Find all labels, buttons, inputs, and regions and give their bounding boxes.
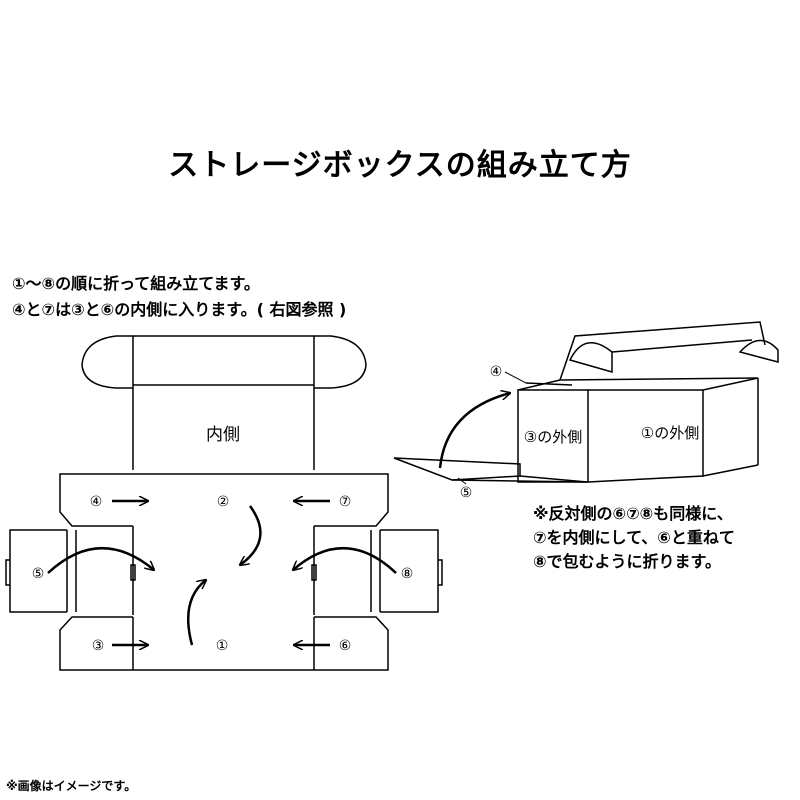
step-1-label: ①: [216, 638, 229, 654]
lid-side-curve-left: [568, 342, 613, 373]
outer-side-3: [517, 389, 589, 483]
lid-side-curve-right: [738, 339, 779, 363]
page-title: ストレージボックスの組み立て方: [168, 148, 632, 183]
flap-5: [5, 529, 67, 613]
step-3-label: ③: [92, 638, 105, 654]
flap-6: [314, 616, 389, 671]
box-step-4-label: ④: [490, 364, 503, 380]
arrow-step-4-box: [438, 393, 510, 469]
note-line-2: ⑦を内側にして、⑥と重ねて: [533, 528, 735, 547]
arrow-step-5: [47, 547, 154, 574]
outer-side-1-label: ①の外側: [641, 424, 699, 442]
unfolded-box-net: [5, 335, 443, 671]
arrow-step-8: [293, 547, 397, 574]
note-line-1: ※反対側の⑥⑦⑧も同様に、: [533, 504, 733, 523]
inner-side-label: 内側: [206, 425, 240, 445]
step-2-label: ②: [217, 494, 230, 510]
arrow-step-1: [186, 580, 206, 646]
image-disclaimer: ※画像はイメージです。: [6, 779, 137, 793]
flap-7: [314, 473, 389, 527]
step-7-label: ⑦: [339, 494, 352, 510]
step-5-label: ⑤: [32, 566, 45, 582]
note-line-3: ⑧で包むように折ります。: [533, 552, 721, 571]
flap-8: [380, 529, 443, 613]
step-4-label: ④: [90, 494, 103, 510]
arrow-step-2: [240, 505, 262, 565]
assembled-box-view: [393, 321, 779, 483]
instruction-line-1: ①〜⑧の順に折って組み立てます。: [12, 274, 260, 293]
flap-4: [59, 473, 133, 527]
flap-3: [59, 616, 133, 671]
outer-side-3-label: ③の外側: [524, 428, 582, 446]
step-8-label: ⑧: [401, 566, 414, 582]
step-6-label: ⑥: [339, 638, 352, 654]
box-step-5-label: ⑤: [460, 485, 473, 501]
instruction-line-2: ④と⑦は③と⑥の内側に入ります。( 右図参照 ): [12, 300, 347, 319]
lid-flap: [81, 335, 367, 389]
outer-side-1: [587, 389, 704, 483]
